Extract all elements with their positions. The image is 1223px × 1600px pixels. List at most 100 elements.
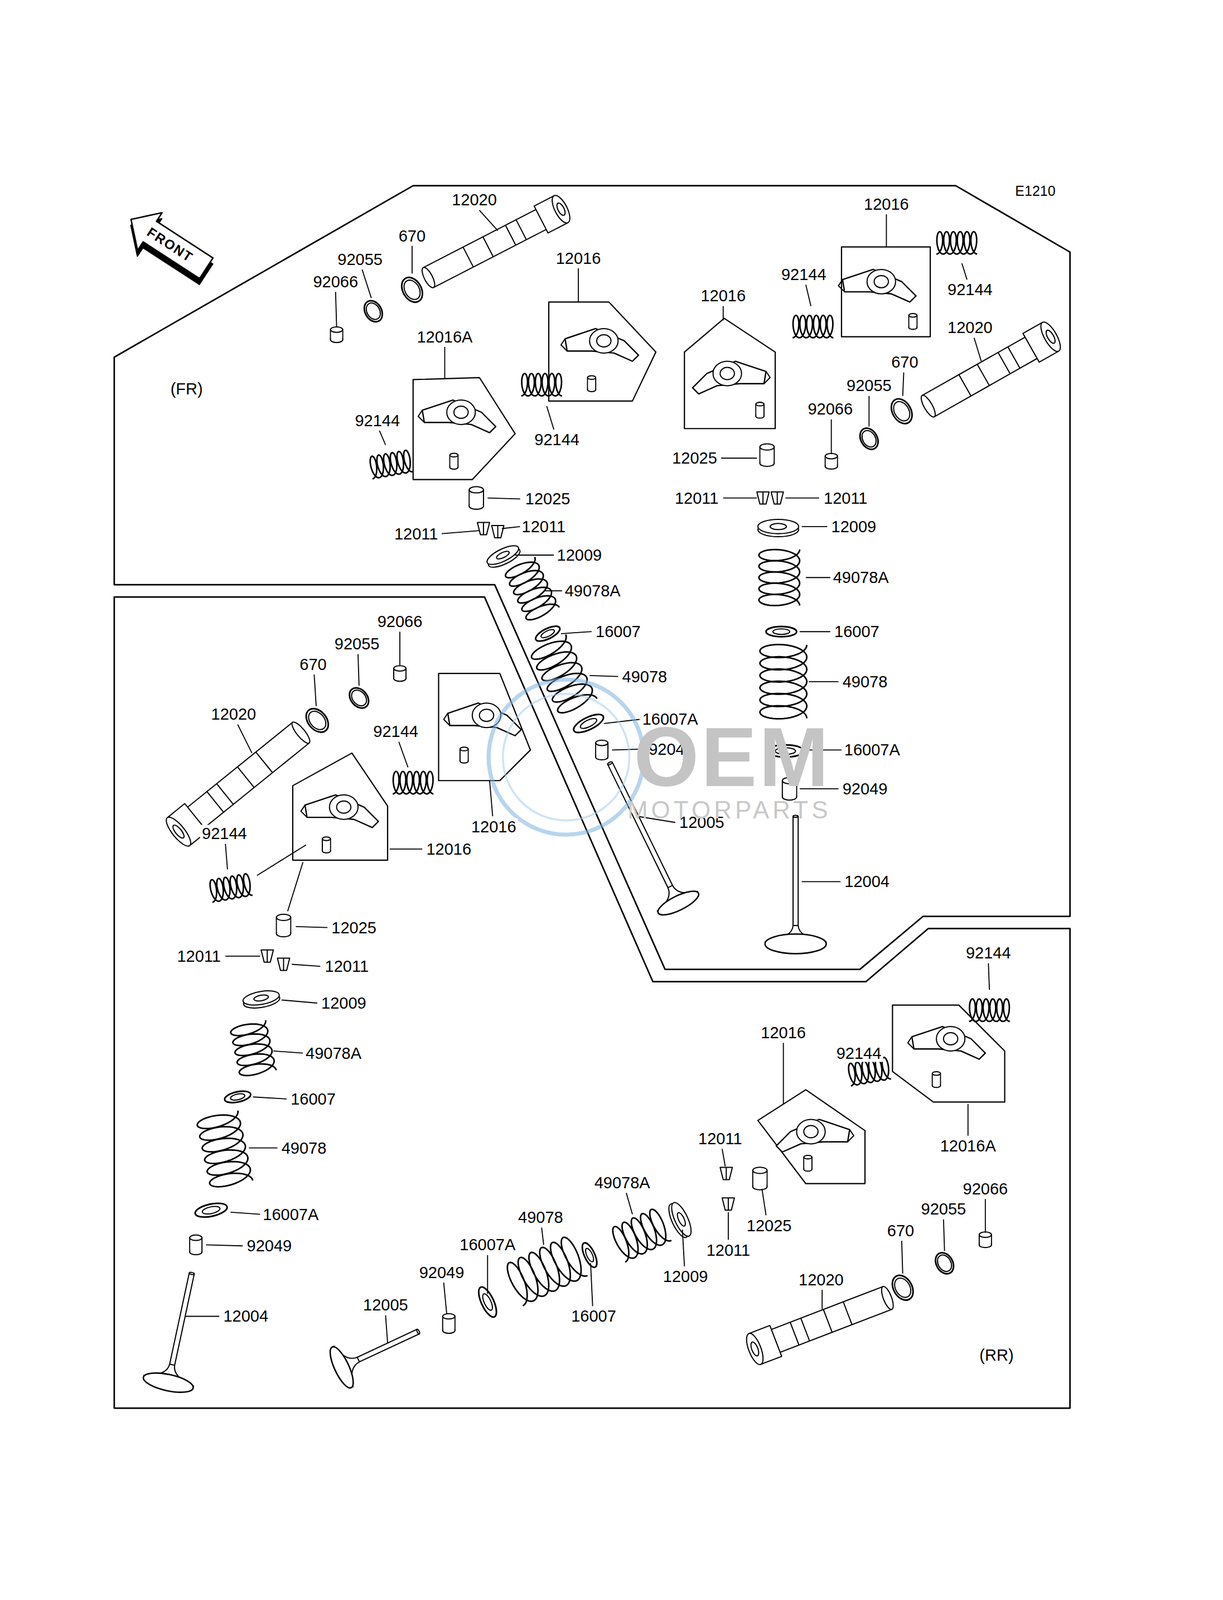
callout-number: 49078A <box>303 1043 364 1062</box>
ring-inner <box>583 1246 596 1263</box>
leader-line <box>590 1262 593 1306</box>
leader-line <box>225 843 228 870</box>
small-cylinder <box>752 1166 768 1190</box>
cylinder-top <box>189 1234 202 1241</box>
retainer-hole <box>770 523 787 530</box>
valve-head <box>654 886 702 919</box>
small-cylinder <box>760 443 775 467</box>
ring-inner <box>305 707 330 733</box>
shaft-body <box>186 722 310 829</box>
rocker-pad <box>443 713 451 726</box>
rocker-pad <box>764 371 771 384</box>
shaft-groove <box>958 374 971 396</box>
leader-line <box>821 1289 823 1309</box>
callout-number: 12016 <box>469 817 519 835</box>
callout-number: 12025 <box>523 490 573 508</box>
cylinder-top <box>979 1231 992 1237</box>
callout-number: 16007 <box>593 622 643 641</box>
cylinder-top <box>450 453 459 457</box>
callout-number: 670 <box>885 1221 916 1239</box>
ring-outer <box>888 1270 918 1304</box>
shaft-end <box>918 393 938 419</box>
shaft-body <box>769 1286 892 1353</box>
coil-spring <box>208 872 253 902</box>
valve-cotter <box>719 1166 733 1179</box>
shaft-body <box>922 336 1039 418</box>
shaft-body <box>423 208 549 288</box>
spring-coil <box>208 872 253 902</box>
coil-spring <box>529 634 598 717</box>
shaft-head-end <box>1037 318 1065 354</box>
leader-line <box>805 576 831 578</box>
rocker-body <box>776 1118 850 1152</box>
callout-number: 12020 <box>209 705 259 723</box>
spring-coil <box>503 556 560 623</box>
leader-line <box>253 1096 287 1099</box>
spring-retainer <box>757 519 799 537</box>
leader-line <box>808 680 839 683</box>
coil-spring <box>969 998 1010 1022</box>
small-cylinder <box>979 1231 992 1247</box>
small-cylinder <box>755 402 765 418</box>
rocker-arm <box>418 399 496 433</box>
small-cylinder <box>595 740 608 760</box>
ring <box>397 273 427 307</box>
leader-line <box>799 630 831 632</box>
ring-inner <box>934 1251 955 1274</box>
callout-number: 12011 <box>673 489 721 507</box>
valve-head <box>141 1368 196 1396</box>
rocker-boss <box>867 269 896 294</box>
small-cylinder <box>587 375 597 392</box>
callout-number: 12011 <box>323 957 371 975</box>
callout-number: 92144 <box>779 266 829 284</box>
leader-line <box>626 1192 633 1214</box>
cotter-edge <box>776 491 778 505</box>
callout-number: 16007A <box>842 741 902 759</box>
small-cylinder <box>460 746 469 763</box>
retainer-top <box>667 1199 695 1239</box>
rocker-body <box>422 399 496 433</box>
ring-inner <box>229 1092 246 1101</box>
valve-cotter <box>491 525 505 538</box>
callout-number: 12005 <box>361 1296 410 1314</box>
valve-head <box>765 933 827 954</box>
small-cylinder <box>803 1154 812 1171</box>
coil-spring <box>229 1020 277 1078</box>
retainer-hole <box>253 993 269 1002</box>
callout-number: 12009 <box>829 517 879 535</box>
leader-line <box>230 1211 260 1215</box>
ring-outer <box>931 1249 957 1277</box>
small-cylinder <box>276 914 292 937</box>
cylinder-top <box>595 740 608 746</box>
ring <box>194 1200 229 1220</box>
ring-outer <box>345 683 373 712</box>
retainer-top <box>757 519 799 534</box>
leader-line <box>257 844 307 876</box>
small-cylinder <box>189 1234 202 1255</box>
leader-line <box>273 1050 303 1053</box>
small-cylinder <box>932 1071 941 1087</box>
coil-spring <box>760 644 807 719</box>
leader-line <box>801 525 828 528</box>
valve-cotter <box>756 491 770 505</box>
leader-line <box>782 1042 785 1104</box>
rocker-body <box>911 1026 986 1060</box>
callout-number: 16007A <box>457 1235 517 1254</box>
small-cylinder <box>322 836 331 853</box>
rocker-boss <box>329 794 359 820</box>
callout-number: 12025 <box>329 918 379 936</box>
leader-line <box>722 1148 725 1167</box>
callout-number: 92144 <box>834 1043 884 1062</box>
valve <box>141 1266 217 1396</box>
cotter-edge <box>725 1166 727 1179</box>
cylinder-top <box>469 486 484 493</box>
callout-number: 49078 <box>620 667 670 685</box>
callout-number: 49078 <box>840 672 890 690</box>
drawing-code: E1210 <box>1013 183 1057 199</box>
ring <box>345 683 373 712</box>
cotter-half <box>719 1166 733 1179</box>
callout-number: 92144 <box>964 944 1013 962</box>
leader-line <box>785 497 819 499</box>
leader-line <box>577 268 579 302</box>
